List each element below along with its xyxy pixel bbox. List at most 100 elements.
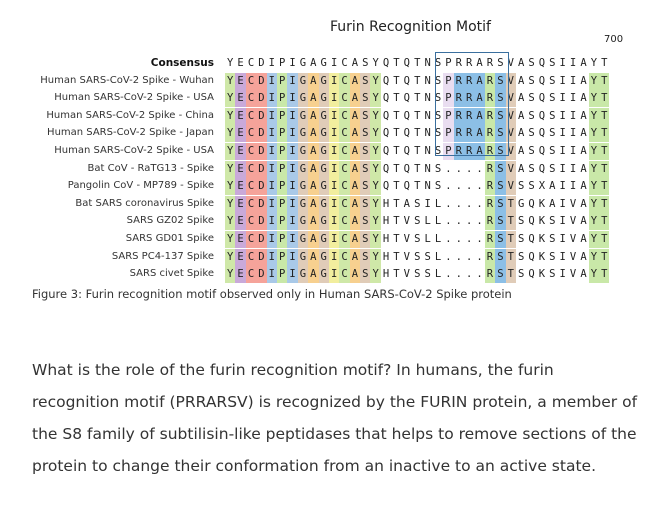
residue: Q bbox=[538, 57, 546, 69]
residue: A bbox=[517, 127, 525, 140]
residue: Y bbox=[225, 248, 236, 266]
residue: T bbox=[414, 74, 421, 87]
residue: I bbox=[266, 143, 277, 160]
residue: Q bbox=[528, 268, 535, 281]
consensus-label: Consensus bbox=[150, 57, 214, 69]
residue: C bbox=[339, 266, 350, 284]
residue: S bbox=[360, 213, 371, 231]
residue: G bbox=[297, 195, 309, 213]
residue: . bbox=[466, 180, 473, 193]
residue: I bbox=[287, 72, 298, 90]
residue: I bbox=[559, 145, 566, 157]
residue: G bbox=[297, 213, 309, 231]
residue: Y bbox=[225, 160, 236, 178]
residue: R bbox=[455, 57, 462, 69]
residue: P bbox=[445, 57, 452, 69]
residue: P bbox=[276, 178, 288, 196]
residue: D bbox=[256, 143, 267, 160]
residue: G bbox=[318, 90, 329, 108]
residue: N bbox=[424, 74, 431, 87]
residue: C bbox=[247, 57, 255, 69]
residue: T bbox=[393, 215, 400, 228]
residue: C bbox=[339, 143, 350, 160]
residue: Y bbox=[588, 231, 600, 248]
residue: V bbox=[403, 268, 410, 281]
residue: Y bbox=[370, 248, 381, 266]
residue: P bbox=[443, 90, 454, 108]
residue: C bbox=[341, 57, 348, 69]
residue: I bbox=[559, 109, 566, 122]
residue: R bbox=[484, 178, 496, 196]
residue: E bbox=[235, 213, 246, 231]
residue: I bbox=[287, 213, 298, 231]
residue: G bbox=[297, 178, 309, 196]
residue: D bbox=[256, 248, 267, 266]
residue: Y bbox=[588, 90, 600, 108]
residue: Q bbox=[403, 145, 410, 157]
residue: R bbox=[463, 125, 475, 143]
residue: C bbox=[245, 72, 257, 90]
residue: . bbox=[445, 215, 452, 228]
residue: A bbox=[580, 250, 587, 263]
residue: Y bbox=[370, 160, 381, 178]
residue: I bbox=[328, 90, 340, 108]
residue: R bbox=[484, 107, 496, 125]
residue: Y bbox=[225, 195, 236, 213]
residue: T bbox=[393, 57, 400, 69]
residue: A bbox=[580, 74, 587, 87]
residue: Q bbox=[382, 109, 390, 122]
residue: S bbox=[549, 57, 556, 69]
residue: S bbox=[360, 143, 371, 160]
residue: Q bbox=[382, 180, 390, 193]
residue: D bbox=[256, 90, 267, 108]
residue: L bbox=[434, 268, 442, 281]
residue: I bbox=[569, 57, 577, 69]
residue: Q bbox=[538, 74, 546, 87]
residue: N bbox=[424, 92, 431, 105]
residue: P bbox=[276, 107, 288, 125]
residue: . bbox=[476, 197, 483, 210]
sequence-label: SARS GZ02 Spike bbox=[126, 215, 214, 227]
residue: G bbox=[318, 248, 329, 266]
residue: A bbox=[517, 57, 525, 69]
residue: C bbox=[245, 266, 257, 284]
residue: T bbox=[393, 197, 400, 210]
residue: A bbox=[580, 145, 587, 157]
residue: S bbox=[528, 180, 535, 193]
residue: C bbox=[245, 213, 257, 231]
residue: V bbox=[569, 233, 577, 245]
residue: E bbox=[235, 125, 246, 143]
residue: V bbox=[569, 268, 577, 281]
residue: I bbox=[266, 231, 277, 248]
residue: V bbox=[505, 160, 516, 178]
residue: S bbox=[414, 268, 421, 281]
furin-motif-highlight-box bbox=[435, 52, 509, 156]
residue: G bbox=[297, 143, 309, 160]
position-label: 700 bbox=[604, 34, 624, 45]
residue: A bbox=[308, 248, 319, 266]
residue: I bbox=[569, 92, 577, 105]
residue: Y bbox=[370, 231, 381, 248]
residue: S bbox=[495, 178, 506, 196]
residue: V bbox=[505, 125, 516, 143]
residue: I bbox=[287, 143, 298, 160]
residue: S bbox=[549, 233, 556, 245]
residue: . bbox=[455, 197, 462, 210]
residue: S bbox=[495, 90, 506, 108]
residue: S bbox=[424, 268, 431, 281]
residue: S bbox=[414, 197, 421, 210]
residue: T bbox=[393, 180, 400, 193]
residue: A bbox=[580, 57, 587, 69]
explanation-paragraph: What is the role of the furin recognitio… bbox=[32, 361, 638, 475]
residue: I bbox=[328, 125, 340, 143]
residue: Q bbox=[403, 57, 410, 69]
residue: I bbox=[328, 213, 340, 231]
residue: A bbox=[517, 162, 525, 175]
residue: I bbox=[266, 107, 277, 125]
sequence-label: SARS GD01 Spike bbox=[125, 233, 214, 244]
